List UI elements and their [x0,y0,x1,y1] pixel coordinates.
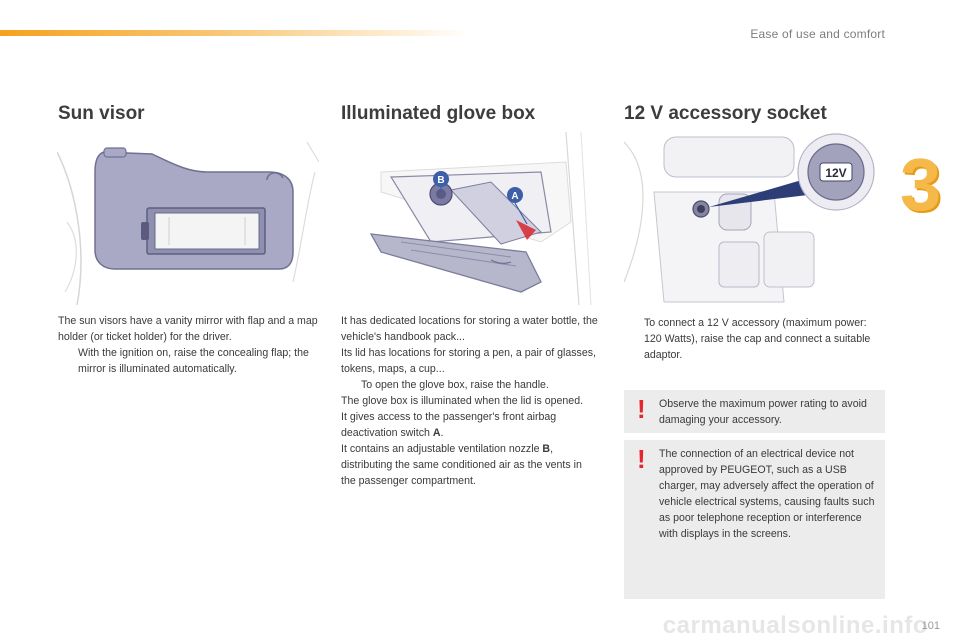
page-number: 101 [921,620,940,632]
header-accent-bar [0,30,470,36]
warning-box-power: ! Observe the maximum power rating to av… [624,390,885,433]
warning-box-devices: ! The connection of an electrical device… [624,440,885,599]
glove-line-5-ref: B [542,443,551,455]
warning-text-power: Observe the maximum power rating to avoi… [659,398,867,426]
socket-12v-label: 12V [825,166,846,180]
glove-line-3: The glove box is illuminated when the li… [341,395,584,407]
glove-line-5-text: It contains an adjustable ventilation no… [341,443,543,455]
glove-line-4: It gives access to the passenger's front… [341,409,599,441]
warning-text-devices: The connection of an electrical device n… [659,448,875,540]
glove-line-2: Its lid has locations for storing a pen,… [341,347,596,375]
watermark: carmanualsonline.info [662,612,928,639]
glove-line-4-text: It gives access to the passenger's front… [341,411,557,439]
sun-visor-bullet: With the ignition on, raise the conceali… [58,345,320,377]
glove-line-4-end: . [440,427,444,439]
glove-box-title: Illuminated glove box [341,103,536,124]
sun-visor-text: The sun visors have a vanity mirror with… [58,313,320,377]
section-label: Ease of use and comfort [750,27,885,41]
glove-box-text: It has dedicated locations for storing a… [341,313,599,489]
callout-a: A [511,191,518,202]
glove-bullet-text: To open the glove box, raise the handle. [361,379,549,391]
sun-visor-bullet-text: With the ignition on, raise the conceali… [78,347,309,375]
warning-icon: ! [637,394,646,424]
glove-line-1: It has dedicated locations for storing a… [341,315,598,343]
accessory-socket-illustration: 12V [623,132,886,305]
sun-visor-illustration [56,132,320,306]
glove-line-5: It contains an adjustable ventilation no… [341,441,599,489]
socket-bullet: To connect a 12 V accessory (maximum pow… [624,315,879,363]
accessory-socket-title: 12 V accessory socket [624,103,827,124]
glove-bullet: To open the glove box, raise the handle. [341,377,599,393]
chapter-number: 3 [900,143,942,226]
socket-bullet-text: To connect a 12 V accessory (maximum pow… [644,317,871,361]
accessory-socket-text: To connect a 12 V accessory (maximum pow… [624,315,879,363]
glove-box-illustration: B A [341,131,597,306]
warning-icon: ! [637,444,646,474]
callout-b: B [437,175,444,186]
glove-line-5-end: , distributing the same conditioned air … [341,443,582,487]
sun-visor-title: Sun visor [58,103,145,124]
glove-line-4-ref: A [432,427,441,439]
sun-visor-intro: The sun visors have a vanity mirror with… [58,315,318,343]
